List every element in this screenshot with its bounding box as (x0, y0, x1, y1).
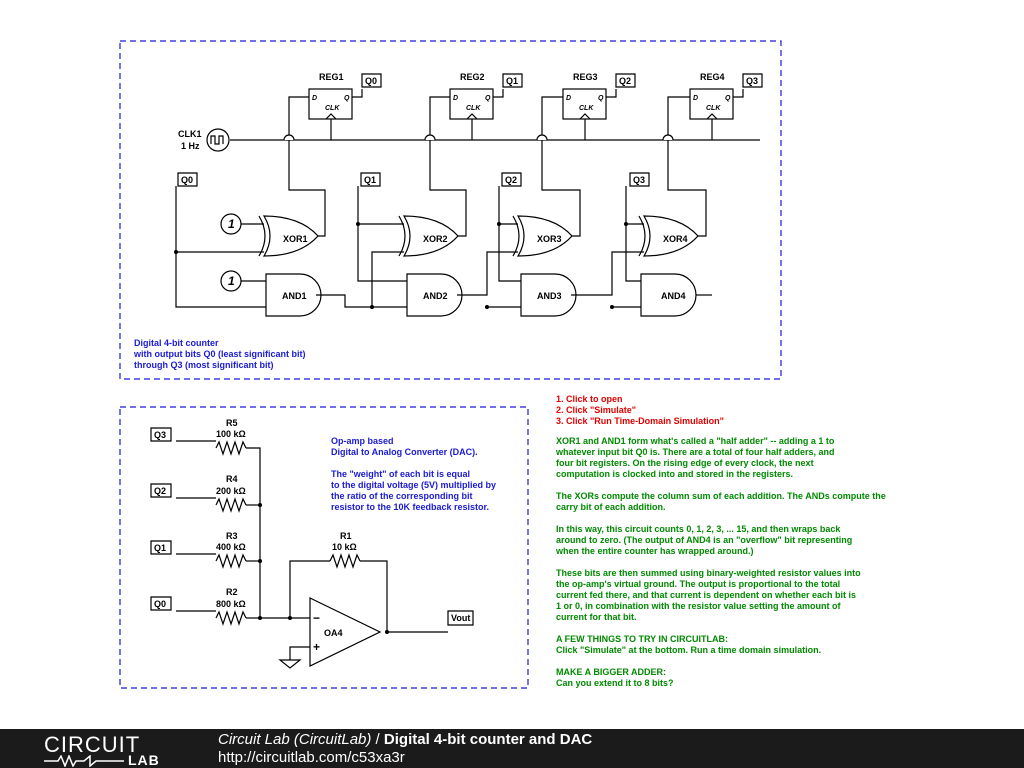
instruction-steps: 1. Click to open 2. Click "Simulate" 3. … (556, 394, 724, 426)
reg2-output-flag: Q1 (506, 76, 518, 86)
dac-frame (119, 406, 529, 689)
counter-description: Digital 4-bit counter with output bits Q… (134, 338, 306, 370)
r4-value: 200 kΩ (216, 486, 246, 496)
explanation-text: XOR1 and AND1 form what's called a "half… (556, 436, 886, 688)
footer-url[interactable]: http://circuitlab.com/c53xa3r (218, 749, 405, 766)
brand-logo-bottom[interactable]: LAB (128, 752, 160, 768)
clock-name: CLK1 (178, 129, 202, 139)
q1-input-flag: Q1 (364, 175, 376, 185)
brand-logo-top[interactable]: CIRCUIT (44, 732, 141, 757)
reg1-clk-pin: CLK (325, 105, 340, 112)
r2-value: 800 kΩ (216, 599, 246, 609)
vout-flag: Vout (451, 613, 470, 623)
reg3-label: REG3 (573, 72, 598, 82)
xor1-label: XOR1 (283, 234, 308, 244)
and2-label: AND2 (423, 291, 448, 301)
xor3-label: XOR3 (537, 234, 562, 244)
and3-label: AND3 (537, 291, 562, 301)
const-one-and: 1 (228, 274, 235, 288)
reg1-output-flag: Q0 (365, 76, 377, 86)
xor2-label: XOR2 (423, 234, 448, 244)
reg4-q-pin: Q (725, 95, 731, 102)
q2-input-flag: Q2 (505, 175, 517, 185)
schematic-canvas: REG1 REG2 REG3 REG4 Q0 Q1 Q2 Q3 D Q CLK … (119, 40, 782, 689)
dac-input-q2: Q2 (154, 486, 166, 496)
reg3-d-pin: D (566, 95, 571, 102)
r3-value: 400 kΩ (216, 542, 246, 552)
dac-input-q3: Q3 (154, 430, 166, 440)
q3-input-flag: Q3 (633, 175, 645, 185)
circuit-title: Digital 4-bit counter and DAC (383, 731, 593, 748)
footer-title: Circuit Lab (CircuitLab) / Digital 4-bit… (218, 731, 592, 748)
dac-input-q0: Q0 (154, 599, 166, 609)
footer-site-name[interactable]: Circuit Lab (CircuitLab) (218, 731, 372, 748)
reg2-clk-pin: CLK (466, 105, 481, 112)
reg2-label: REG2 (460, 72, 485, 82)
r5-name: R5 (226, 418, 238, 428)
reg4-clk-pin: CLK (706, 105, 721, 112)
xor4-label: XOR4 (663, 234, 688, 244)
r1-name: R1 (340, 531, 352, 541)
reg3-output-flag: Q2 (619, 76, 631, 86)
reg4-output-flag: Q3 (746, 76, 758, 86)
reg1-label: REG1 (319, 72, 344, 82)
reg2-q-pin: Q (485, 95, 491, 102)
dac-input-q1: Q1 (154, 543, 166, 553)
footer-separator: / (371, 731, 384, 748)
r3-name: R3 (226, 531, 238, 541)
counter-frame (119, 40, 782, 380)
reg3-clk-pin: CLK (579, 105, 594, 112)
q0-input-flag: Q0 (181, 175, 193, 185)
r4-name: R4 (226, 474, 238, 484)
and1-label: AND1 (282, 291, 307, 301)
opamp-plus: + (313, 640, 320, 654)
footer-bar: CIRCUIT LAB Circuit Lab (CircuitLab) / D… (0, 729, 1024, 768)
r5-value: 100 kΩ (216, 429, 246, 439)
reg1-q-pin: Q (344, 95, 350, 102)
clock-frequency: 1 Hz (181, 141, 200, 151)
r1-value: 10 kΩ (332, 542, 357, 552)
reg4-d-pin: D (693, 95, 698, 102)
reg4-label: REG4 (700, 72, 725, 82)
opamp-label: OA4 (324, 628, 343, 638)
and4-label: AND4 (661, 291, 686, 301)
reg3-q-pin: Q (598, 95, 604, 102)
dac-description: Op-amp based Digital to Analog Converter… (331, 436, 497, 512)
reg2-d-pin: D (453, 95, 458, 102)
opamp-minus: − (313, 611, 320, 625)
r2-name: R2 (226, 587, 238, 597)
const-one-xor: 1 (228, 217, 235, 231)
reg1-d-pin: D (312, 95, 317, 102)
waveform-icon (44, 755, 124, 767)
